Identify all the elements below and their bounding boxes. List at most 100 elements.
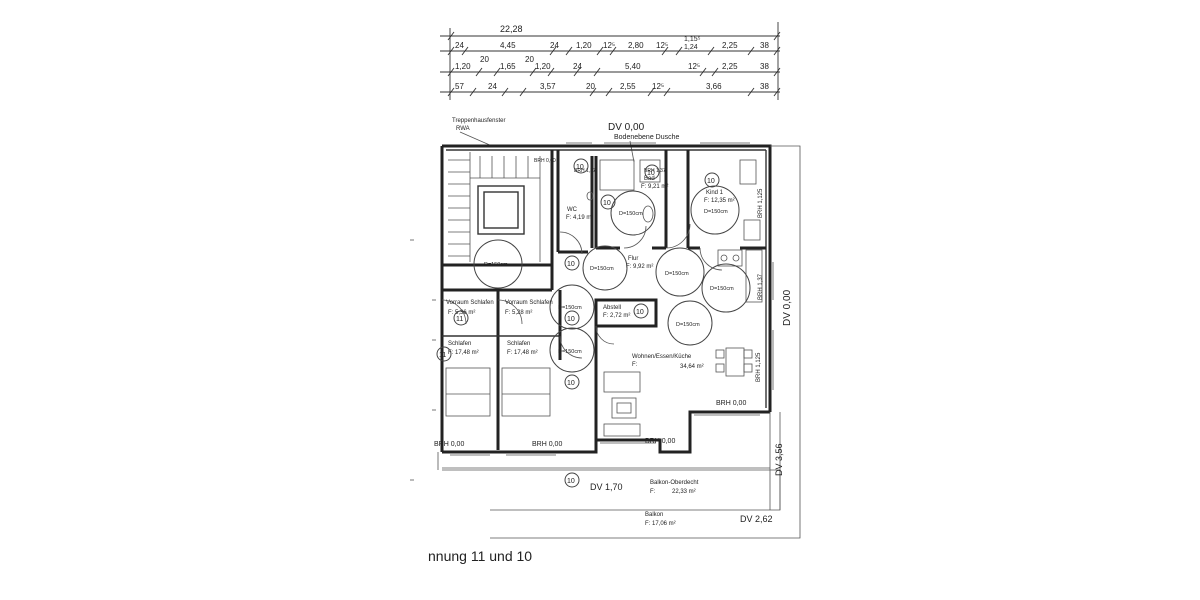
label-d150: D=150cm xyxy=(710,286,734,292)
room-number: 10 xyxy=(567,316,575,323)
dim-r2-0: 1,20 xyxy=(455,62,471,71)
dim-r1-9: 2,25 xyxy=(722,41,738,50)
dim-r3-6: 3,66 xyxy=(706,82,722,91)
label-brh-right: BRH 1,37 xyxy=(758,273,764,300)
label-balkon-area: F: 17,06 m² xyxy=(645,521,676,527)
label-d150: D=150cm xyxy=(619,211,643,217)
dim-r2-3: 20 xyxy=(525,55,534,64)
label-schlafen1-area: F: 17,48 m² xyxy=(448,350,479,356)
room-number: 10 xyxy=(603,200,611,207)
label-brh-s1: BRH 0,00 xyxy=(434,441,464,448)
room-number-markers: 10 10 10 10 10 11 10 10 11 10 10 xyxy=(436,158,720,488)
label-d150: D=150cm xyxy=(484,262,508,268)
dim-r2-6: 5,40 xyxy=(625,62,641,71)
label-kind-brh: BRH 1,125 xyxy=(758,188,764,218)
dim-r3-4: 2,55 xyxy=(620,82,636,91)
label-vorraum2-area: F: 5,28 m² xyxy=(505,310,532,316)
label-dv-right: DV 0,00 xyxy=(782,289,793,326)
label-balkon-ober-f: F: xyxy=(650,489,656,495)
label-wohnen-f: F: xyxy=(632,362,638,368)
room-number: 10 xyxy=(647,170,655,177)
dim-total: 22,28 xyxy=(500,24,523,34)
label-bad-brh: BRH 1,37 xyxy=(644,168,666,174)
dim-r1-10: 38 xyxy=(760,41,769,50)
windows xyxy=(450,142,774,456)
door-swings xyxy=(441,223,723,359)
dim-r2-7: 12⁵ xyxy=(688,62,700,71)
dim-r1-1: 4,45 xyxy=(500,41,516,50)
dim-r2-9: 38 xyxy=(760,62,769,71)
stairwell xyxy=(442,150,554,267)
dim-r1-8: 1,24 xyxy=(684,44,698,51)
dim-r3-1: 24 xyxy=(488,82,497,91)
label-dv-262: DV 2,62 xyxy=(740,514,773,524)
label-brh-wohnen: BRH 1,125 xyxy=(756,352,762,382)
label-bad-area: F: 9,21 m² xyxy=(641,184,668,190)
label-brh-liv: BRH 0,00 xyxy=(716,400,746,407)
label-brh-s2: BRH 0,00 xyxy=(532,441,562,448)
room-number: 10 xyxy=(707,178,715,185)
label-balkon-ober-area: 22,33 m² xyxy=(672,489,696,495)
label-wc-area: F: 4,19 m² xyxy=(566,215,593,221)
dim-r1-2: 24 xyxy=(550,41,559,50)
dim-r1-0: 24 xyxy=(455,41,464,50)
room-labels: BRH 1,37 BRH 1,37 Bad F: 9,21 m² WC F: 4… xyxy=(434,168,793,527)
label-rwa: RWA xyxy=(456,126,470,132)
label-schlafen2-area: F: 17,48 m² xyxy=(507,350,538,356)
label-vorraum1-area: F: 5,36 m² xyxy=(448,310,475,316)
label-abstell: Abstell xyxy=(603,305,621,311)
label-wohnen: Wohnen/Essen/Küche xyxy=(632,354,692,360)
label-balkon: Balkon xyxy=(645,512,663,518)
label-d150: D=150cm xyxy=(704,209,728,215)
dim-r3-3: 20 xyxy=(586,82,595,91)
room-number: 10 xyxy=(567,380,575,387)
label-flur: Flur xyxy=(628,256,638,262)
plan-caption: nnung 11 und 10 xyxy=(428,548,533,564)
interior-walls xyxy=(442,150,766,450)
label-d150: D=150cm xyxy=(676,322,700,328)
roof-outline xyxy=(437,145,801,539)
label-kind: Kind 1 xyxy=(706,190,724,196)
dim-r2-8: 2,25 xyxy=(722,62,738,71)
label-shower: Bodenebene Dusche xyxy=(614,134,679,141)
room-number: 10 xyxy=(567,261,575,268)
dim-r1-4: 12⁵ xyxy=(603,41,615,50)
dim-r1-5: 2,80 xyxy=(628,41,644,50)
label-schlafen2: Schlafen xyxy=(507,341,530,347)
dim-r3-7: 38 xyxy=(760,82,769,91)
dim-r3-0: 57 xyxy=(455,82,464,91)
label-dv-170: DV 1,70 xyxy=(590,482,623,492)
room-number: 11 xyxy=(439,352,446,359)
dim-r1-3: 1,20 xyxy=(576,41,592,50)
room-number: 10 xyxy=(636,309,644,316)
label-balkon-ober: Balkon-Oberdecht xyxy=(650,480,699,486)
label-d150: D=150cm xyxy=(558,349,582,355)
dim-r1-6: 12⁵ xyxy=(656,41,668,50)
label-schlafen1: Schlafen xyxy=(448,341,471,347)
dim-r2-4: 1,20 xyxy=(535,62,551,71)
label-wc: WC xyxy=(567,207,578,213)
room-number: 10 xyxy=(567,478,575,485)
label-dv-top: DV 0,00 xyxy=(608,122,645,133)
label-abstell-area: F: 2,72 m² xyxy=(603,313,630,319)
label-vorraum2: Vorraum Schlafen xyxy=(505,300,553,306)
label-brh-sofa: BRH 0,00 xyxy=(645,438,675,445)
left-edge-marks xyxy=(410,239,436,481)
label-wohnen-area: 34,64 m² xyxy=(680,364,704,370)
dim-r2-2: 1,65 xyxy=(500,62,516,71)
label-vorraum1: Vorraum Schlafen xyxy=(446,300,494,306)
label-stair-window: Treppenhausfenster xyxy=(452,118,505,124)
fixtures xyxy=(445,159,763,437)
label-flur-area: F: 9,92 m² xyxy=(626,264,653,270)
label-brh-stair: BRH 0,00 xyxy=(534,158,556,164)
dim-r3-5: 12⁵ xyxy=(652,82,664,91)
dim-r1-7: 1,15⁵ xyxy=(684,36,701,43)
dim-r2-5: 24 xyxy=(573,62,582,71)
dimension-chains: 22,28 24 4,45 24 1,20 12⁵ 2,80 12⁵ 1,15⁵… xyxy=(440,22,781,100)
label-dv-356: DV 3,56 xyxy=(774,443,784,476)
label-kind-area: F: 12,35 m² xyxy=(704,198,735,204)
label-wc-brh: BRH 1,37 xyxy=(574,168,596,174)
dim-r2-1: 20 xyxy=(480,55,489,64)
room-number: 11 xyxy=(456,316,463,323)
